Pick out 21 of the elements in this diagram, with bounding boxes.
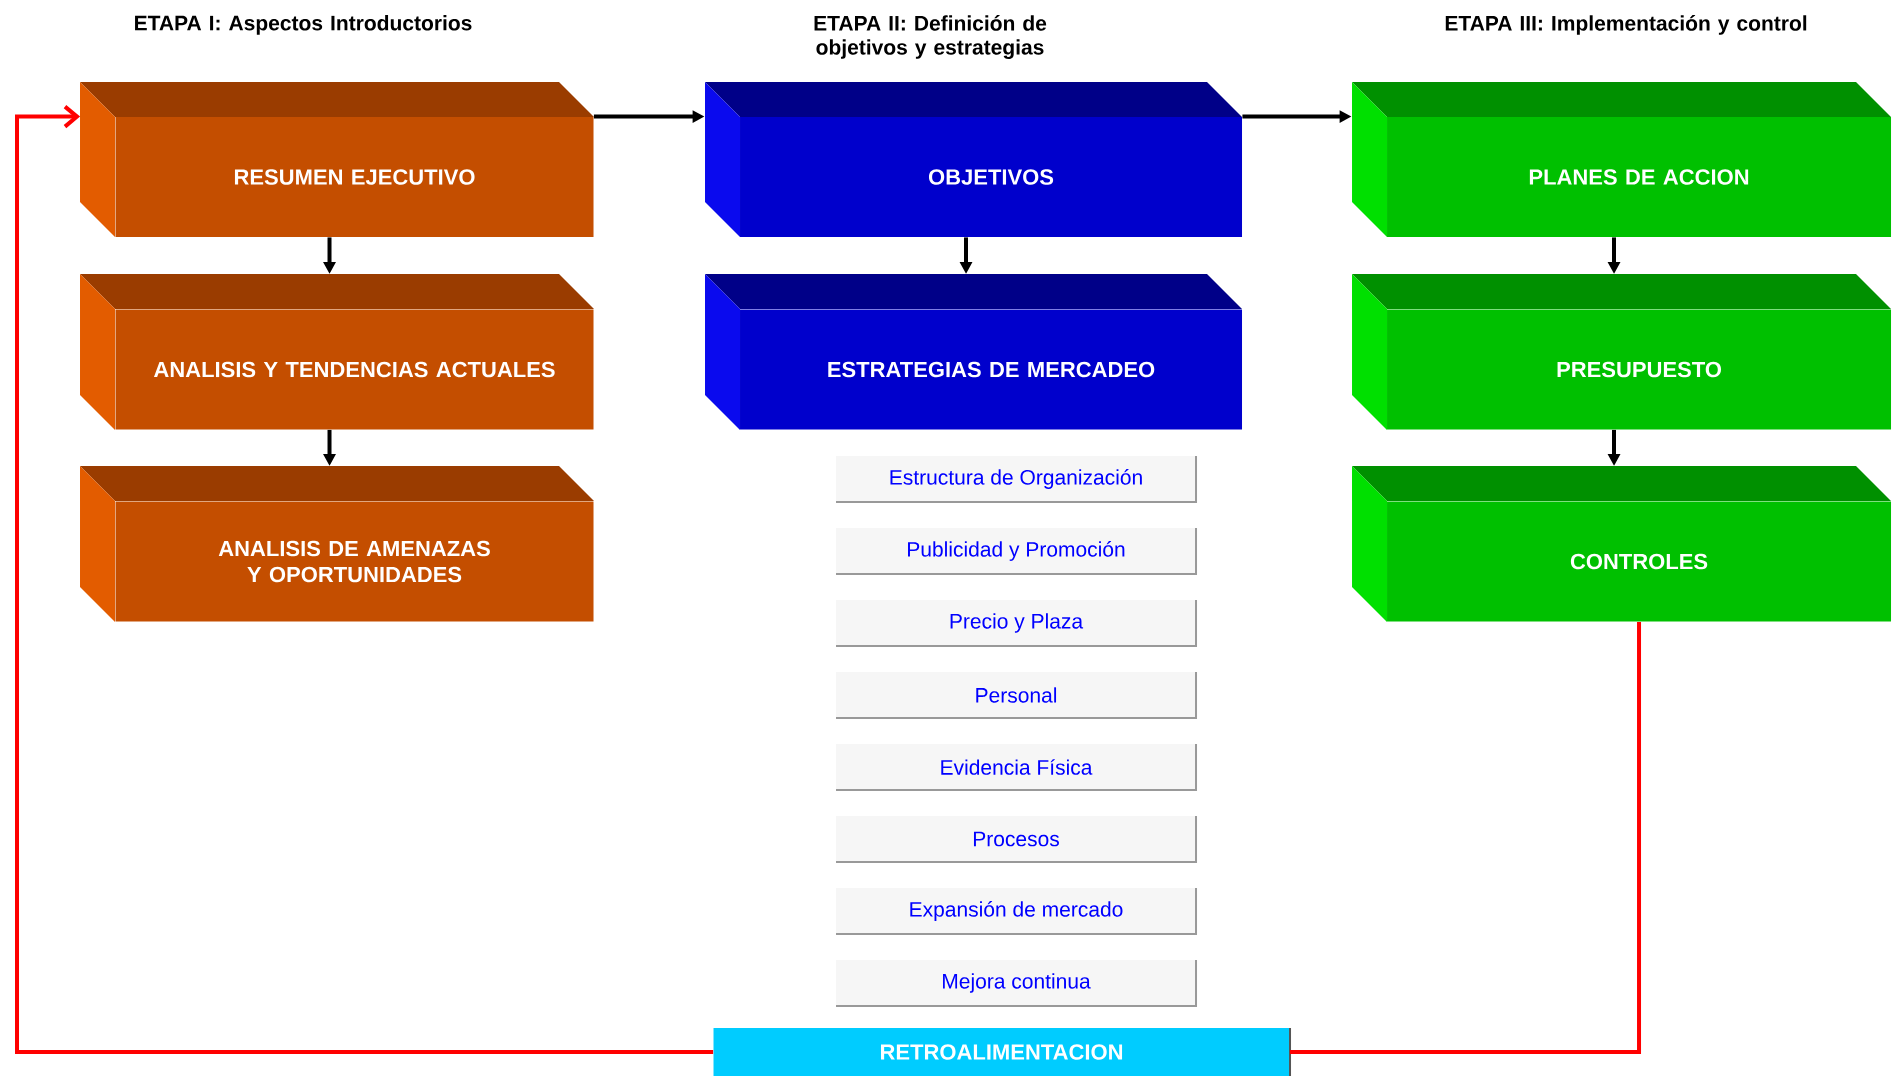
list-item-box: Precio y Plaza — [835, 599, 1197, 647]
list-item-box: Publicidad y Promoción — [835, 527, 1197, 575]
stage-heading: ETAPA II: Definición de objetivos y estrategias — [814, 15, 1047, 59]
stage-heading: ETAPA III: Implementación y control — [1445, 15, 1807, 35]
process-block: CONTROLES — [1352, 466, 1892, 622]
process-block: ANALISIS Y TENDENCIAS ACTUALES — [80, 274, 594, 430]
process-block: OBJETIVOS — [705, 82, 1242, 237]
arrow — [15, 105, 714, 1054]
process-block: RESUMEN EJECUTIVO — [80, 82, 594, 237]
list-item-box: Estructura de Organización — [835, 455, 1197, 503]
list-item-box: Expansión de mercado — [835, 887, 1197, 935]
feedback-bar: RETROALIMENTACION — [713, 1027, 1291, 1077]
stage-heading: ETAPA I: Aspectos Introductorios — [135, 15, 472, 35]
process-block: ANALISIS DE AMENAZAS Y OPORTUNIDADES — [80, 466, 594, 622]
list-item-box: Evidencia Física — [835, 743, 1197, 791]
list-item-box: Procesos — [835, 815, 1197, 863]
process-block: ESTRATEGIAS DE MERCADEO — [705, 274, 1242, 430]
list-item-box: Personal — [835, 671, 1197, 719]
list-item-box: Mejora continua — [835, 959, 1197, 1007]
process-block: PLANES DE ACCION — [1352, 82, 1892, 237]
process-block: PRESUPUESTO — [1352, 274, 1892, 430]
